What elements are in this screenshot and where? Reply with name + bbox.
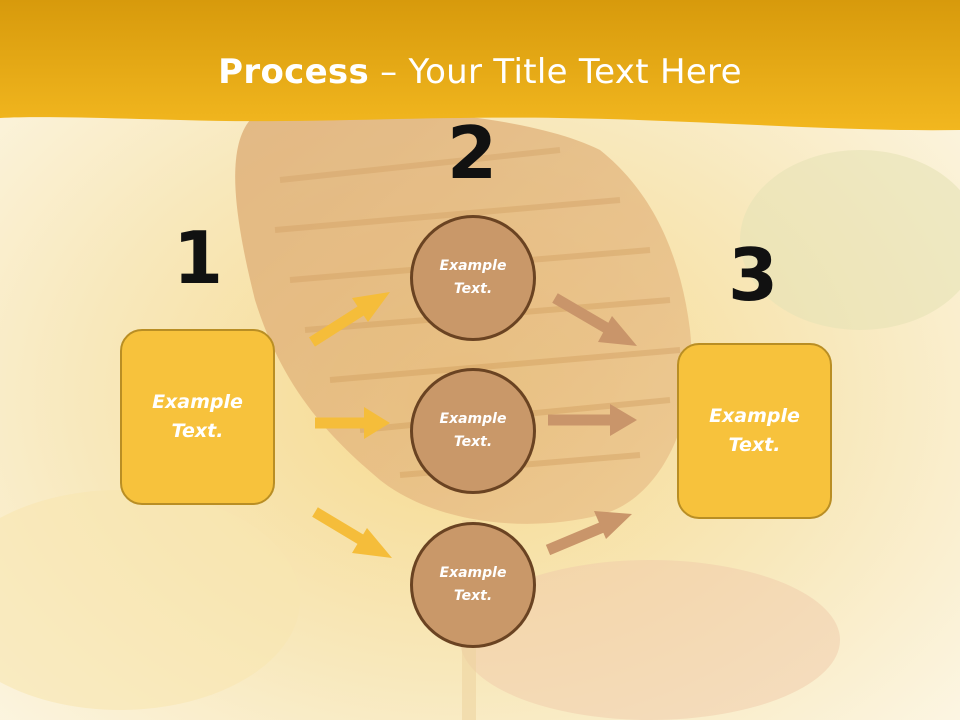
title-banner [0,0,960,131]
arrow-1-to-2c [312,507,392,558]
step-1-box: Example Text. [120,329,275,505]
step-3-box: Example Text. [677,343,832,519]
arrow-2a-to-3 [552,293,637,346]
step-3-text: Example Text. [709,405,800,456]
step-2-circle-top: Example Text. [410,215,536,341]
step-2-circle-text: Example Text. [439,565,507,604]
slide-title: Process – Your Title Text Here [0,52,960,92]
step-number-1: 1 [172,216,224,300]
step-number-3: 3 [727,233,779,317]
step-2-circle-text: Example Text. [439,258,507,297]
step-1-text: Example Text. [152,391,243,442]
step-2-circle-bottom: Example Text. [410,522,536,648]
step-2-circle-text: Example Text. [439,411,507,450]
arrow-2c-to-3 [545,511,632,556]
title-bold-part: Process [218,52,370,92]
step-number-2: 2 [446,111,498,195]
arrow-2b-to-3 [548,404,637,436]
arrow-1-to-2a [309,292,390,347]
arrow-1-to-2b [315,407,390,439]
title-rest-part: – Your Title Text Here [369,52,742,92]
step-2-circle-middle: Example Text. [410,368,536,494]
